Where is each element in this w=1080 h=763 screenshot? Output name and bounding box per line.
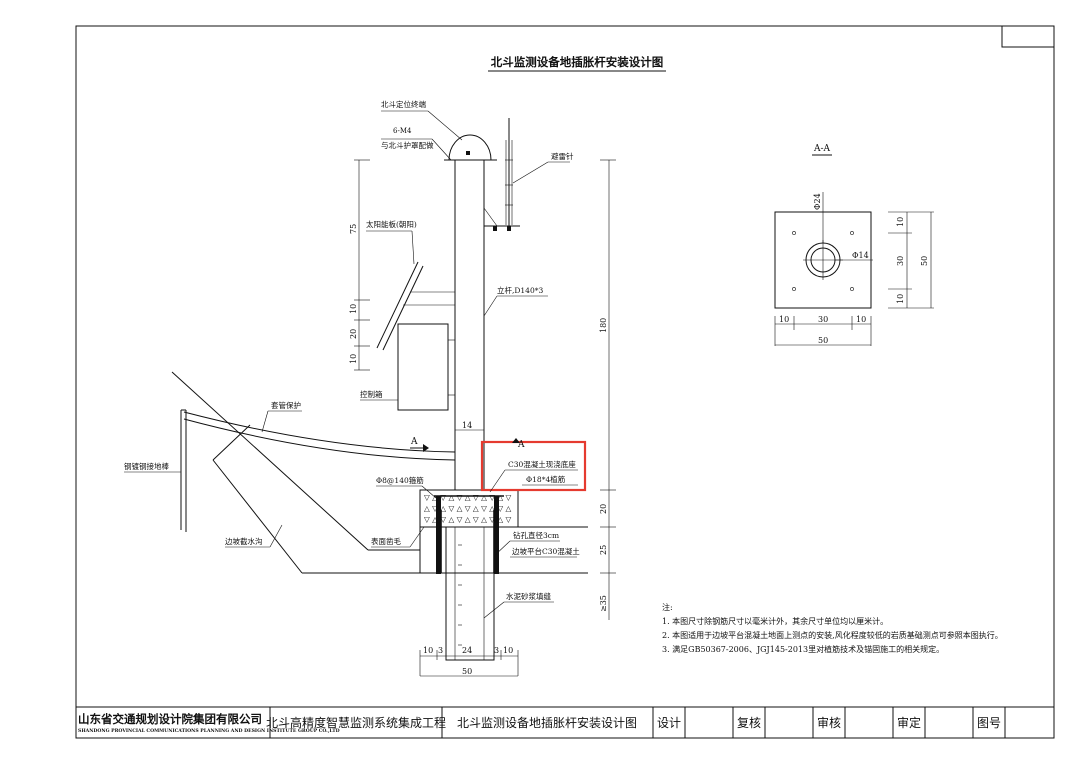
- anchor-bar-left: [436, 496, 441, 574]
- foundation-hatch: ▽ △ ▽ △ ▽ △ ▽ △ ▽ △ ▽ △ ▽ △ ▽ △ ▽ △ ▽ △ …: [424, 493, 512, 524]
- svg-text:△ ▽ △ ▽ △ ▽ △ ▽ △ ▽ △: △ ▽ △ ▽ △ ▽ △ ▽ △ ▽ △: [424, 504, 512, 513]
- project-name: 北斗高精度智慧监测系统集成工程: [266, 715, 446, 730]
- label-pole: 立杆,D140*3: [497, 285, 543, 295]
- ground-stake: [180, 409, 187, 532]
- section-view: A-A Φ24 Φ14 10 30 10 50 10 30: [774, 144, 934, 346]
- section-marks: A A: [410, 437, 525, 452]
- dim-10a: 10: [349, 304, 358, 314]
- slope-line-a: [171, 371, 369, 551]
- dim-phi14: Φ14: [852, 251, 869, 260]
- section-mark-right: A: [517, 440, 525, 450]
- beidou-dome: [448, 134, 492, 161]
- label-stirrup: Φ8@140箍筋: [376, 475, 424, 485]
- highlight-callout: C30混凝土现浇底座 Φ18*4植筋: [480, 440, 587, 493]
- dim-b10b: 10: [503, 646, 513, 655]
- company-name-en: SHANDONG PROVINCIAL COMMUNICATIONS PLANN…: [78, 728, 340, 734]
- label-solar-panel: 太阳能板(朝阳): [366, 219, 417, 229]
- dim-b3b: 3: [494, 646, 499, 655]
- dim-phi24: Φ24: [813, 193, 822, 210]
- dim-b10a: 10: [423, 646, 433, 655]
- tb-drawing-no: 图号: [977, 716, 1001, 730]
- dim-20a: 20: [349, 329, 358, 339]
- tb-review: 复核: [737, 716, 761, 730]
- label-anchor-bar: Φ18*4植筋: [526, 474, 566, 484]
- note-1: 1. 本图尺寸除钢筋尺寸以毫米计外，其余尺寸单位均以厘米计。: [662, 616, 888, 626]
- svg-text:▽ △ ▽ △ ▽ △ ▽ △ ▽ △ ▽: ▽ △ ▽ △ ▽ △ ▽ △ ▽ △ ▽: [424, 515, 512, 524]
- label-drill-hole: 钻孔直径3cm: [513, 530, 559, 540]
- section-mark-left: A: [410, 437, 418, 447]
- dim-25: 25: [599, 545, 608, 555]
- dim-b50: 50: [462, 667, 472, 676]
- elevation-view: ▽ △ ▽ △ ▽ △ ▽ △ ▽ △ ▽ △ ▽ △ ▽ △ ▽ △ ▽ △ …: [171, 118, 588, 661]
- company-name: 山东省交通规划设计院集团有限公司: [78, 712, 262, 726]
- label-beidou-terminal: 北斗定位终端: [381, 99, 426, 109]
- dim-20b: 20: [599, 504, 608, 514]
- label-ground-stake: 钢镀钢接地棒: [124, 461, 169, 471]
- sheet-border: [75, 25, 1055, 739]
- slope-line-b: [212, 459, 303, 574]
- label-m4-desc: 与北斗护罩配做: [381, 140, 434, 150]
- label-drain-ditch: 边坡截水沟: [225, 536, 263, 546]
- label-surface-rough: 表面凿毛: [371, 536, 401, 546]
- dome-dot: [466, 151, 470, 155]
- label-slope-platform: 边坡平台C30混凝土: [512, 546, 580, 556]
- highlight-box: [480, 440, 587, 492]
- dim-75: 75: [349, 224, 358, 234]
- dim-s30: 30: [818, 315, 828, 324]
- title-block: 山东省交通规划设计院集团有限公司 SHANDONG PROVINCIAL COM…: [76, 706, 1054, 738]
- svg-text:▽ △ ▽ △ ▽ △ ▽ △ ▽ △ ▽: ▽ △ ▽ △ ▽ △ ▽ △ ▽ △ ▽: [424, 493, 512, 502]
- dim-s10a: 10: [779, 315, 789, 324]
- dim-r30: 30: [896, 256, 905, 266]
- section-label: A-A: [813, 144, 831, 154]
- conduit: [183, 411, 456, 453]
- corner-box: [1001, 25, 1055, 48]
- notes-heading: 注:: [662, 602, 673, 612]
- dim-b3a: 3: [438, 646, 443, 655]
- dim-s50: 50: [818, 336, 828, 345]
- solar-panel: [376, 261, 455, 351]
- dim-r10a: 10: [896, 217, 905, 227]
- control-box: [397, 323, 449, 411]
- label-lightning-rod: 避雷针: [551, 151, 574, 161]
- drawing-name: 北斗监测设备地插胀杆安装设计图: [457, 715, 637, 730]
- dim-r50: 50: [920, 256, 929, 266]
- label-control-box: 控制箱: [360, 389, 383, 399]
- anchor-bar-right: [494, 496, 499, 574]
- tb-audit: 审核: [817, 715, 841, 730]
- lightning-rod: [483, 118, 520, 231]
- dim-180: 180: [599, 318, 608, 333]
- dim-10b: 10: [349, 354, 358, 364]
- dim-35: ≥35: [599, 595, 608, 612]
- tb-design: 设计: [657, 716, 681, 730]
- label-foundation: C30混凝土现浇底座: [508, 459, 576, 469]
- note-2: 2. 本图适用于边坡平台混凝土地面上测点的安装,风化程度较低的岩质基础测点可参照…: [662, 630, 1003, 640]
- drawing-title: 北斗监测设备地插胀杆安装设计图: [491, 55, 664, 69]
- dim-s10b: 10: [856, 315, 866, 324]
- tb-approve: 审定: [897, 715, 921, 730]
- dim-r10b: 10: [896, 294, 905, 304]
- drill-hole: [445, 526, 495, 661]
- label-conduit: 套管保护: [271, 400, 301, 410]
- dim-14: 14: [462, 421, 472, 430]
- dim-b24: 24: [462, 646, 472, 655]
- elevation-dimensions: 75 10 20 10 180 14 20 25 ≥35 10 3 24 3 1…: [349, 159, 616, 677]
- notes: 注: 1. 本图尺寸除钢筋尺寸以毫米计外，其余尺寸单位均以厘米计。 2. 本图适…: [662, 602, 1003, 654]
- label-grout: 水泥砂浆填缝: [506, 591, 551, 601]
- leader-labels: 北斗定位终端 6-M4 与北斗护罩配做 避雷针 太阳能板(朝阳) 立杆,D140…: [124, 99, 580, 619]
- note-3: 3. 满足GB50367-2006、JGJ145-2013里对植筋技术及锚固施工…: [662, 644, 944, 654]
- label-m4-bolts: 6-M4: [393, 127, 412, 135]
